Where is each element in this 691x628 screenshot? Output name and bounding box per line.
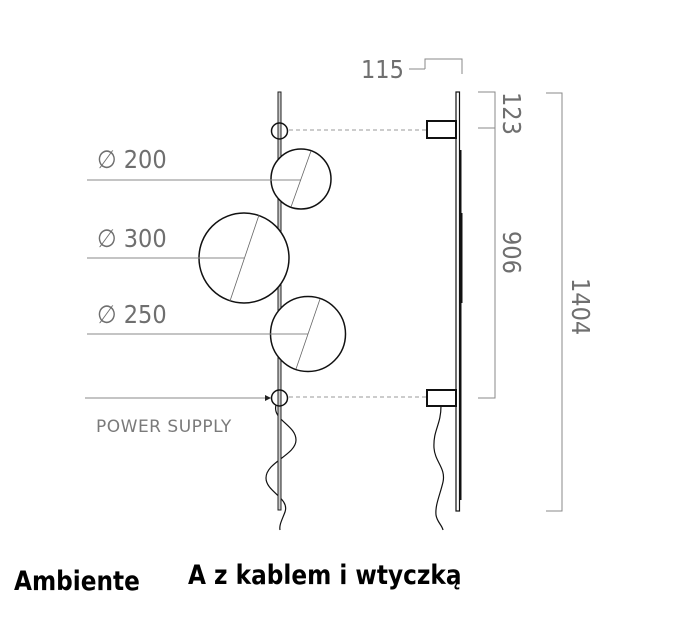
dimension-bracket-906	[478, 127, 496, 399]
wall-plate-side	[455, 91, 461, 512]
diameter-label-200: ∅ 200	[97, 145, 167, 174]
power-cable	[265, 404, 297, 531]
dimension-top-offset: 123	[497, 92, 526, 135]
dimension-bracket-115	[424, 58, 463, 74]
diameter-arrow-300	[229, 214, 260, 302]
caption-product: Ambiente	[14, 566, 140, 597]
dimension-bracket-1404	[546, 92, 563, 512]
caption-variant: A z kablem i wtyczką	[188, 560, 462, 591]
mount-bracket-top	[426, 120, 457, 139]
side-view: 115 123 906 1404	[361, 55, 595, 531]
diameter-arrow-200	[290, 150, 312, 208]
mount-bracket-bottom	[426, 389, 457, 407]
diameter-arrow-250	[295, 298, 321, 370]
front-view: ∅ 200 ∅ 300 ∅ 250 POWER SUPPLY	[85, 91, 427, 531]
power-supply-label: POWER SUPPLY	[96, 417, 232, 437]
dimension-bracket-123	[478, 91, 496, 129]
diameter-label-250: ∅ 250	[97, 300, 167, 329]
side-cable	[433, 405, 445, 531]
dimension-total-height: 1404	[566, 278, 595, 335]
wall-plate-front	[277, 91, 282, 511]
lamp-strip-thick	[460, 213, 463, 303]
mount-point-bottom	[270, 389, 289, 407]
arrow-icon	[265, 395, 271, 401]
dimension-depth: 115	[361, 55, 404, 84]
dimension-mount-spacing: 906	[497, 231, 526, 274]
diameter-label-300: ∅ 300	[97, 224, 167, 253]
mount-point-top	[270, 122, 289, 140]
lamp-strip	[460, 150, 462, 500]
